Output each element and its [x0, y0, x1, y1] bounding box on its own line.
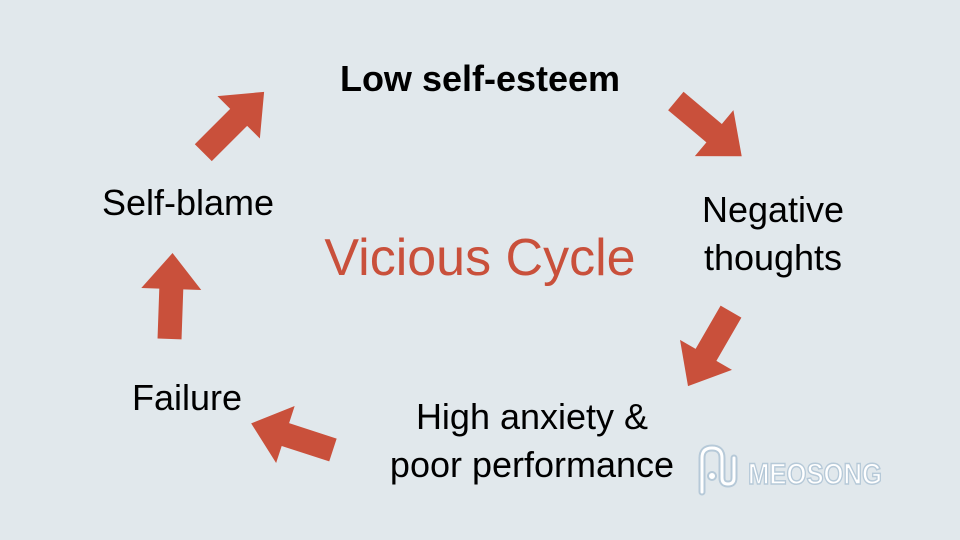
node-negative-thoughts-line-2: thoughts: [703, 237, 843, 278]
arrow-left-up: [139, 251, 203, 341]
watermark-emblem: [698, 444, 738, 496]
node-negative-thoughts-line-1: Negative: [701, 189, 845, 230]
arrow-top-right: [656, 78, 761, 180]
node-low-self-esteem: Low self-esteem: [339, 58, 621, 99]
watermark-text: MEOSONG: [748, 458, 882, 491]
node-high-anxiety-line-1: High anxiety &: [415, 396, 649, 437]
node-self-blame: Self-blame: [101, 182, 275, 223]
center-title: Vicious Cycle: [324, 229, 636, 287]
arrow-top-left: [182, 70, 286, 174]
node-failure: Failure: [131, 377, 243, 418]
node-high-anxiety-line-2: poor performance: [389, 444, 675, 485]
arrow-right-down: [662, 296, 757, 402]
watermark-logo: MEOSONG: [698, 444, 883, 496]
node-negative-thoughts: Negative thoughts: [668, 186, 878, 282]
node-high-anxiety: High anxiety & poor performance: [362, 393, 702, 489]
